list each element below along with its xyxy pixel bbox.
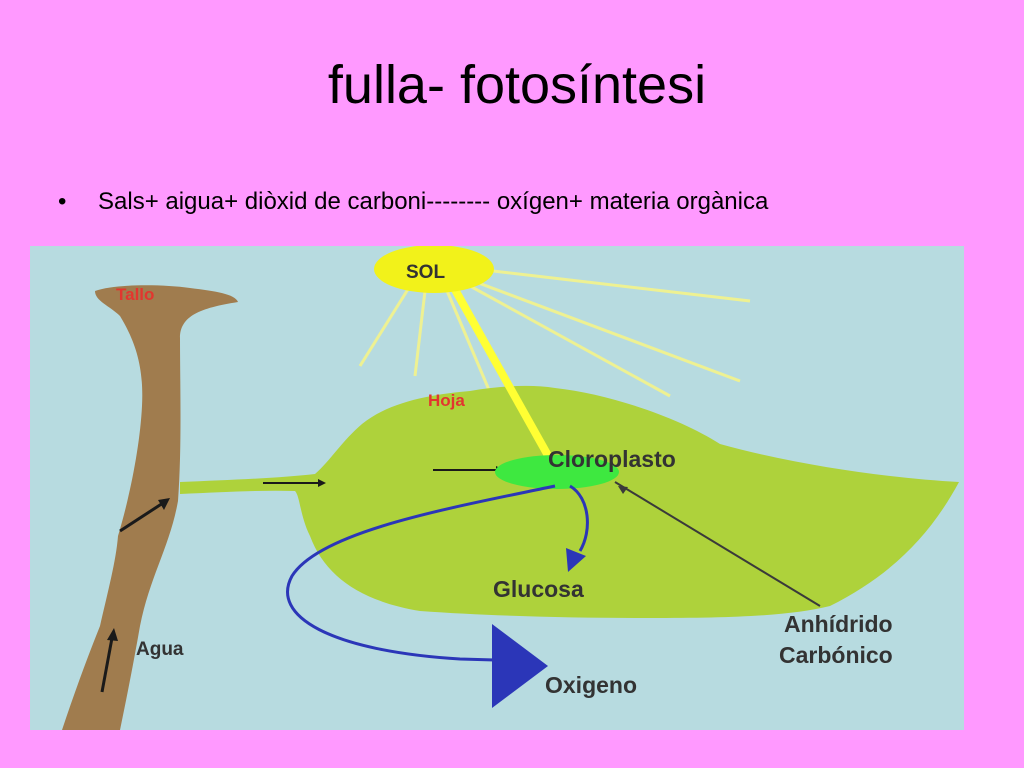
co2-label-line2: Carbónico [779, 642, 893, 668]
chloroplast-label: Cloroplasto [548, 446, 676, 472]
stem [62, 285, 238, 730]
co2-pointer-line [614, 481, 821, 607]
oxygen-label: Oxigeno [545, 672, 637, 698]
water-label: Agua [136, 639, 184, 660]
bullet-dot: • [58, 188, 67, 215]
glucose-label: Glucosa [493, 576, 584, 602]
slide-title: fulla- fotosíntesi [327, 55, 707, 115]
diagram-canvas: SOL Tallo Hoja Cloroplasto Glucosa Anhíd… [30, 246, 964, 730]
chloroplast [495, 455, 619, 489]
oxygen-arrowhead [492, 624, 548, 708]
photosynthesis-diagram: SOL Tallo Hoja Cloroplasto Glucosa Anhíd… [30, 246, 964, 730]
stem-arrow-upper [119, 501, 164, 533]
sun-rays [358, 264, 751, 417]
stem-arrowhead-upper [158, 498, 170, 510]
co2-pointer-head [618, 486, 628, 494]
leaf-blade [180, 385, 959, 618]
glucose-arrow [569, 484, 589, 552]
petiole-arrowhead [318, 479, 326, 487]
sun-beam [449, 284, 559, 470]
stem-arrowhead-lower [107, 628, 118, 641]
oxygen-arrow [286, 484, 556, 662]
sun-label: SOL [406, 262, 445, 283]
stem-label: Tallo [116, 285, 154, 304]
bullet-item: • Sals+ aigua+ diòxid de carboni-------- … [58, 188, 768, 216]
leaf-label: Hoja [428, 391, 465, 410]
bullet-text: Sals+ aigua+ diòxid de carboni-------- o… [98, 188, 769, 215]
sun [374, 246, 494, 293]
stem-arrow-lower [100, 637, 114, 693]
co2-label-line1: Anhídrido [784, 611, 893, 637]
glucose-arrowhead [566, 548, 586, 572]
